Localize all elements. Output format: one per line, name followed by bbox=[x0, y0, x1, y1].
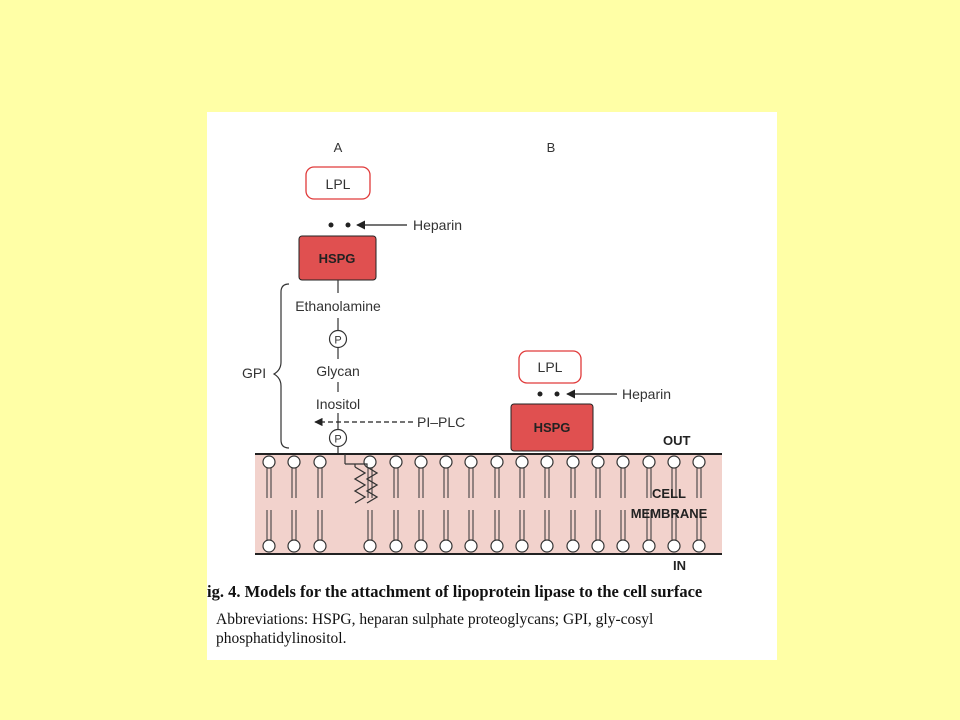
in-label: IN bbox=[673, 558, 686, 573]
membrane-bilayer bbox=[255, 454, 722, 554]
lipid-bottom bbox=[439, 510, 453, 553]
gpi-label: GPI bbox=[242, 365, 266, 381]
caption-abbreviations: Abbreviations: HSPG, heparan sulphate pr… bbox=[216, 611, 654, 647]
lipid-top bbox=[692, 455, 706, 498]
out-label: OUT bbox=[663, 433, 691, 448]
lpl-label-b: LPL bbox=[538, 359, 563, 375]
pi-plc-label: PI–PLC bbox=[417, 414, 465, 430]
lipid-top bbox=[414, 455, 428, 498]
lipid-bottom bbox=[616, 510, 630, 553]
lipid-top bbox=[439, 455, 453, 498]
lipid-bottom bbox=[591, 510, 605, 553]
lipid-bottom bbox=[414, 510, 428, 553]
membrane-label: MEMBRANE bbox=[631, 506, 708, 521]
panel-b-label: B bbox=[547, 140, 556, 155]
hspg-label-b: HSPG bbox=[534, 420, 571, 435]
lipid-bottom bbox=[667, 510, 681, 553]
gpi-brace bbox=[272, 283, 290, 449]
lipid-bottom bbox=[692, 510, 706, 553]
lipid-top bbox=[642, 455, 656, 498]
lipid-bottom bbox=[262, 510, 276, 553]
caption-title: ig. 4. Models for the attachment of lipo… bbox=[207, 582, 703, 601]
heparin-dot bbox=[328, 222, 334, 228]
inositol-label: Inositol bbox=[316, 396, 360, 412]
lipid-bottom bbox=[389, 510, 403, 553]
lipid-bottom bbox=[313, 510, 327, 553]
lpl-box-b bbox=[518, 350, 582, 384]
lpl-label-a: LPL bbox=[326, 176, 351, 192]
lipid-top bbox=[667, 455, 681, 498]
gpi-tail-zigzag bbox=[353, 466, 367, 504]
lipid-bottom bbox=[515, 510, 529, 553]
lipid-top bbox=[566, 455, 580, 498]
lipid-bottom bbox=[363, 510, 377, 553]
lipid-bottom bbox=[490, 510, 504, 553]
anchor-link bbox=[337, 447, 345, 455]
heparin-label-a: Heparin bbox=[413, 217, 462, 233]
lipid-top bbox=[464, 455, 478, 498]
figure-panel: A B LPL Heparin HSPG Ethanolamine P Glyc… bbox=[207, 112, 777, 660]
lipid-top bbox=[389, 455, 403, 498]
lipid-top bbox=[616, 455, 630, 498]
lipid-top bbox=[515, 455, 529, 498]
lipid-bottom bbox=[287, 510, 301, 553]
phosphate-circle-bottom bbox=[328, 428, 348, 448]
cell-label: CELL bbox=[652, 486, 686, 501]
hspg-label-a: HSPG bbox=[319, 251, 356, 266]
panel-a-label: A bbox=[334, 140, 343, 155]
phosphate-label-top: P bbox=[334, 335, 341, 347]
hspg-box-b bbox=[510, 403, 594, 452]
lipid-top bbox=[591, 455, 605, 498]
lipid-top bbox=[287, 455, 301, 498]
glycan-label: Glycan bbox=[316, 363, 360, 379]
lipid-top bbox=[313, 455, 327, 498]
lipid-top bbox=[540, 455, 554, 498]
heparin-dot bbox=[554, 391, 560, 397]
phosphate-label-bottom: P bbox=[334, 434, 341, 446]
membrane-diagram: A B LPL Heparin HSPG Ethanolamine P Glyc… bbox=[242, 140, 722, 573]
lipid-bottom bbox=[464, 510, 478, 553]
ethanolamine-label: Ethanolamine bbox=[295, 298, 381, 314]
lipid-bottom bbox=[566, 510, 580, 553]
heparin-label-b: Heparin bbox=[622, 386, 671, 402]
gpi-tail-zigzag bbox=[365, 466, 379, 504]
heparin-dot bbox=[537, 391, 543, 397]
lipid-top bbox=[262, 455, 276, 498]
heparin-dot bbox=[345, 222, 351, 228]
lipid-bottom bbox=[642, 510, 656, 553]
phosphate-circle-top bbox=[328, 329, 348, 349]
lpl-box-a bbox=[305, 166, 371, 200]
lipid-bottom bbox=[540, 510, 554, 553]
lipid-molecules bbox=[262, 455, 706, 553]
lipid-top bbox=[490, 455, 504, 498]
anchor-link bbox=[345, 463, 368, 467]
